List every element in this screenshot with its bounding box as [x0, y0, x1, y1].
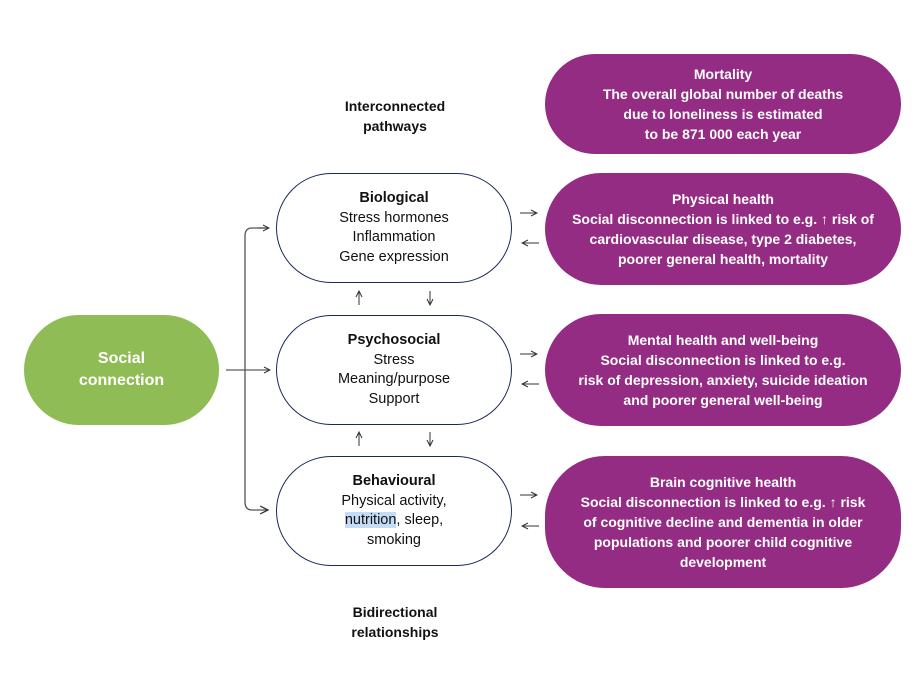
pathway-item-rest: , sleep,	[396, 512, 444, 528]
outcome-line: cardiovascular disease, type 2 diabetes,	[589, 231, 857, 247]
highlighted-text[interactable]: nutrition	[344, 512, 397, 528]
outcome-line: to be 871 000 each year	[644, 126, 802, 142]
outcome-line: Social disconnection is linked to e.g.	[600, 352, 846, 368]
outcome-title: Mortality	[693, 66, 753, 82]
outcome-title: Physical health	[672, 191, 774, 207]
outcome-mental-health: Mental health and well-being Social disc…	[545, 314, 901, 426]
pathway-item: Stress	[373, 351, 415, 368]
outcome-physical-health: Physical health Social disconnection is …	[545, 173, 901, 285]
heading-bidirectional-relationships: Bidirectional relationships	[320, 602, 470, 642]
heading-line: relationships	[351, 624, 439, 640]
pathway-item: Meaning/purpose	[337, 371, 451, 387]
pathway-item: Support	[368, 390, 420, 407]
pathway-item: Physical activity,	[341, 492, 447, 509]
pathway-biological: Biological Stress hormones Inflammation …	[276, 173, 512, 283]
outcome-line: of cognitive decline and dementia in old…	[583, 514, 863, 530]
pathway-item: nutrition, sleep,	[344, 511, 444, 531]
heading-line: pathways	[363, 118, 427, 134]
heading-interconnected-pathways: Interconnected pathways	[320, 96, 470, 136]
pathway-title: Psychosocial	[347, 332, 441, 348]
outcome-line: Social disconnection is linked to e.g. ↑…	[580, 494, 866, 510]
outcome-line: The overall global number of deaths	[602, 86, 844, 102]
source-line: Social	[97, 350, 146, 367]
pathway-title: Biological	[359, 190, 429, 206]
outcome-line: and poorer general well-being	[623, 392, 823, 408]
outcome-title: Mental health and well-being	[627, 332, 819, 348]
pathway-psychosocial: Psychosocial Stress Meaning/purpose Supp…	[276, 315, 512, 425]
source-line: connection	[78, 372, 165, 389]
outcome-line: risk of depression, anxiety, suicide ide…	[578, 372, 868, 388]
outcome-title: Brain cognitive health	[649, 474, 797, 490]
pathway-title: Behavioural	[352, 473, 436, 489]
outcome-mortality: Mortality The overall global number of d…	[545, 54, 901, 154]
outcome-brain-cognitive-health: Brain cognitive health Social disconnect…	[545, 456, 901, 588]
bracket-connector	[244, 227, 268, 510]
outcome-line: Social disconnection is linked to e.g. ↑…	[572, 211, 874, 227]
pathway-item: smoking	[367, 531, 421, 548]
heading-line: Interconnected	[344, 98, 446, 114]
outcome-line: development	[679, 554, 767, 570]
pathway-item: Inflammation	[352, 229, 436, 245]
outcome-line: poorer general health, mortality	[617, 251, 829, 267]
pathway-behavioural: Behavioural Physical activity, nutrition…	[276, 456, 512, 566]
pathway-item: Stress hormones	[339, 209, 449, 226]
outcome-line: populations and poorer child cognitive	[593, 534, 853, 550]
heading-line: Bidirectional	[352, 604, 438, 620]
outcome-line: due to loneliness is estimated	[623, 106, 823, 122]
social-connection-node: Social connection	[24, 315, 219, 425]
pathway-item: Gene expression	[339, 248, 449, 265]
